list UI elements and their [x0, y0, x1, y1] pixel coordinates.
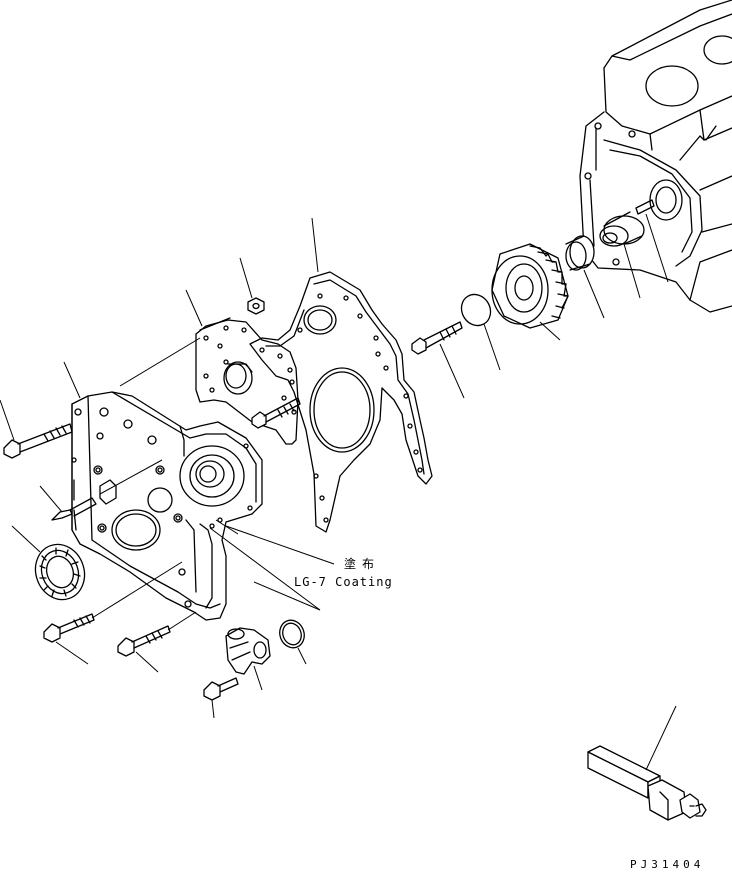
cover-pin	[39, 485, 97, 521]
cover-bolt-lower-1	[43, 561, 183, 665]
pipe-elbow	[225, 627, 271, 691]
oil-seal	[11, 525, 86, 601]
coating-label-en: LG-7 Coating	[294, 575, 393, 589]
engine-block	[579, 0, 732, 313]
front-gasket	[249, 217, 433, 533]
cover-bolt-lower-2	[117, 611, 197, 673]
crank-gear	[491, 243, 569, 341]
crank-sleeve	[565, 235, 605, 319]
dowel-pin	[635, 199, 669, 283]
plate-bolt	[251, 397, 301, 429]
small-nut	[239, 257, 265, 315]
coating-label-jp: 塗布	[344, 556, 380, 571]
washer-plate	[460, 293, 501, 371]
elbow-bolt	[203, 677, 239, 719]
drawing-code: PJ31404	[630, 858, 704, 871]
front-plate	[185, 289, 299, 445]
o-ring	[279, 619, 307, 665]
cover-bolt-upper	[0, 399, 73, 459]
crank-bolt	[411, 321, 465, 399]
special-tool	[587, 705, 707, 821]
front-cover	[63, 361, 263, 621]
